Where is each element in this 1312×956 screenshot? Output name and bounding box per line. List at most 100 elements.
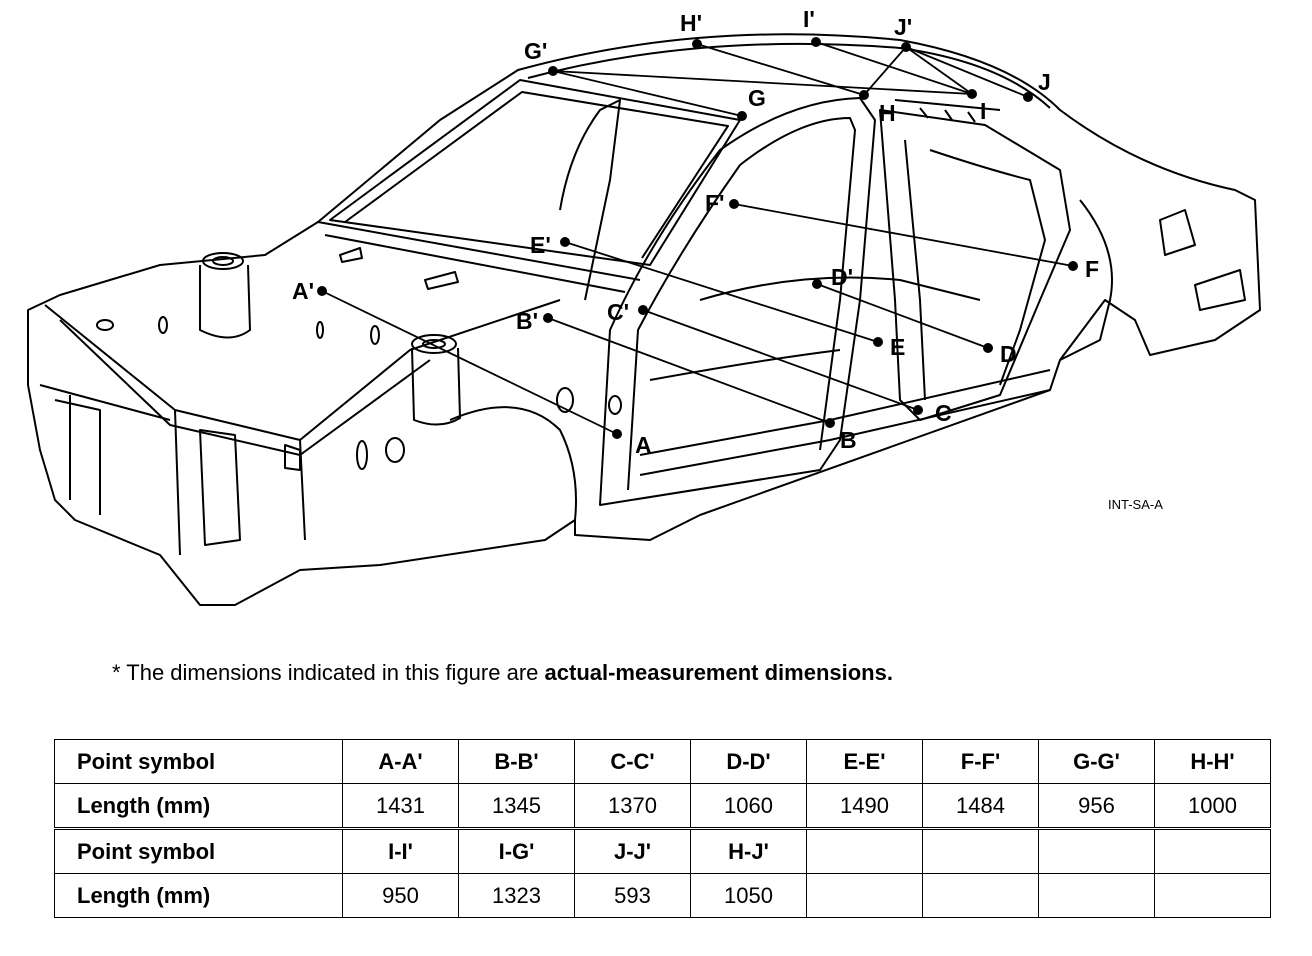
- length-cell: [1154, 873, 1271, 918]
- symbol-cell: H-H': [1154, 739, 1271, 784]
- point-labels: A' A B' B C' C D' D E' E F' F G' G H' H …: [292, 6, 1099, 458]
- measurement-lines: [321, 41, 1074, 435]
- length-cell: 956: [1038, 783, 1155, 829]
- length-cell: 1345: [458, 783, 575, 829]
- label-j: J: [1038, 69, 1051, 95]
- length-cell: 1050: [690, 873, 807, 918]
- point-a-prime: [317, 286, 327, 296]
- point-g-prime: [548, 66, 558, 76]
- row-header-length: Length (mm): [54, 783, 343, 829]
- symbol-cell: [922, 827, 1039, 874]
- point-d-prime: [812, 279, 822, 289]
- line-h-h-prime: [696, 43, 865, 96]
- symbol-cell: C-C': [574, 739, 691, 784]
- symbol-cell: D-D': [690, 739, 807, 784]
- point-h: [859, 90, 869, 100]
- line-c-c-prime: [642, 309, 919, 411]
- note-emphasis: actual-measurement dimensions.: [544, 660, 893, 685]
- table-row: Point symbol A-A' B-B' C-C' D-D' E-E' F-…: [54, 739, 1271, 784]
- dimension-note: * The dimensions indicated in this figur…: [112, 660, 893, 686]
- point-e: [873, 337, 883, 347]
- car-body-diagram: A' A B' B C' C D' D E' E F' F G' G H' H …: [27, 6, 1261, 606]
- line-g-g-prime: [552, 70, 743, 117]
- dimension-table: Point symbol A-A' B-B' C-C' D-D' E-E' F-…: [54, 739, 1271, 918]
- point-h-prime: [692, 39, 702, 49]
- symbol-cell: B-B': [458, 739, 575, 784]
- point-e-prime: [560, 237, 570, 247]
- label-h: H: [879, 100, 896, 126]
- length-cell: 1490: [806, 783, 923, 829]
- label-e: E: [890, 334, 905, 360]
- label-h-prime: H': [680, 10, 702, 36]
- point-f: [1068, 261, 1078, 271]
- label-f: F: [1085, 256, 1099, 282]
- symbol-cell: A-A': [342, 739, 459, 784]
- point-b: [825, 418, 835, 428]
- length-cell: [806, 873, 923, 918]
- car-body-outline: [27, 33, 1261, 606]
- line-h-j-prime: [863, 46, 907, 96]
- symbol-cell: [1038, 827, 1155, 874]
- label-g-prime: G': [524, 38, 547, 64]
- line-d-d-prime: [816, 283, 989, 349]
- length-cell: 1431: [342, 783, 459, 829]
- row-header-symbol: Point symbol: [54, 827, 343, 874]
- length-cell: 1484: [922, 783, 1039, 829]
- point-a: [612, 429, 622, 439]
- length-cell: [1038, 873, 1155, 918]
- point-i: [967, 89, 977, 99]
- line-i-i-prime: [815, 41, 973, 95]
- label-b-prime: B': [516, 308, 538, 334]
- line-e-e-prime: [564, 241, 879, 343]
- symbol-cell: H-J': [690, 827, 807, 874]
- point-d: [983, 343, 993, 353]
- length-cell: 1060: [690, 783, 807, 829]
- line-a-a-prime: [321, 290, 618, 435]
- figure-code: INT-SA-A: [1108, 497, 1163, 512]
- symbol-cell: [1154, 827, 1271, 874]
- table-row: Length (mm) 1431 1345 1370 1060 1490 148…: [54, 783, 1271, 829]
- note-prefix: * The dimensions indicated in this figur…: [112, 660, 545, 685]
- length-cell: 593: [574, 873, 691, 918]
- label-c-prime: C': [607, 299, 629, 325]
- table-row: Point symbol I-I' I-G' J-J' H-J': [54, 827, 1271, 874]
- label-j-prime: J': [894, 14, 912, 40]
- label-d: D: [1000, 341, 1017, 367]
- length-cell: 1370: [574, 783, 691, 829]
- label-e-prime: E': [530, 232, 551, 258]
- label-g: G: [748, 85, 766, 111]
- point-j: [1023, 92, 1033, 102]
- symbol-cell: I-I': [342, 827, 459, 874]
- point-b-prime: [543, 313, 553, 323]
- label-i-prime: I': [803, 6, 815, 32]
- point-g: [737, 111, 747, 121]
- label-d-prime: D': [831, 264, 853, 290]
- symbol-cell: J-J': [574, 827, 691, 874]
- line-j-prime-i: [905, 46, 973, 95]
- label-b: B: [840, 427, 857, 453]
- label-i: I: [980, 98, 986, 124]
- measurement-points: [317, 37, 1078, 439]
- label-a-prime: A': [292, 278, 314, 304]
- point-c-prime: [638, 305, 648, 315]
- dimension-table-wrap: Point symbol A-A' B-B' C-C' D-D' E-E' F-…: [54, 739, 1271, 918]
- table-row: Length (mm) 950 1323 593 1050: [54, 873, 1271, 918]
- line-i-g-prime: [552, 70, 973, 95]
- row-header-symbol: Point symbol: [54, 739, 343, 784]
- symbol-cell: E-E': [806, 739, 923, 784]
- symbol-cell: F-F': [922, 739, 1039, 784]
- length-cell: 1323: [458, 873, 575, 918]
- symbol-cell: G-G': [1038, 739, 1155, 784]
- symbol-cell: [806, 827, 923, 874]
- car-body-svg: A' A B' B C' C D' D E' E F' F G' G H' H …: [27, 6, 1261, 606]
- point-f-prime: [729, 199, 739, 209]
- point-i-prime: [811, 37, 821, 47]
- label-f-prime: F': [705, 190, 725, 216]
- line-b-b-prime: [547, 317, 831, 424]
- length-cell: 950: [342, 873, 459, 918]
- row-header-length: Length (mm): [54, 873, 343, 918]
- label-c: C: [935, 400, 952, 426]
- line-f-f-prime: [733, 203, 1074, 267]
- line-j-j-prime: [905, 46, 1029, 98]
- symbol-cell: I-G': [458, 827, 575, 874]
